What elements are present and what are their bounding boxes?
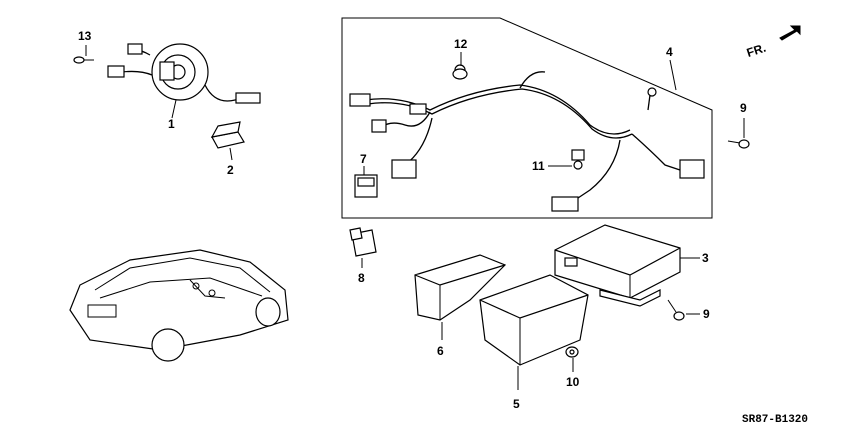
callout-6: 6 bbox=[437, 344, 444, 358]
wire-harness-part bbox=[349, 64, 705, 212]
harness-frame bbox=[341, 17, 713, 219]
callout-9-upper: 9 bbox=[740, 101, 747, 115]
callout-7: 7 bbox=[360, 152, 367, 166]
bolt-part-9-upper bbox=[727, 139, 750, 149]
car-outline bbox=[69, 249, 289, 362]
callout-1: 1 bbox=[168, 117, 175, 131]
clip-part-11 bbox=[571, 149, 585, 170]
cable-reel-part bbox=[107, 43, 261, 104]
callout-3: 3 bbox=[702, 251, 709, 265]
callout-9-lower: 9 bbox=[703, 307, 710, 321]
nut-part-10 bbox=[565, 346, 579, 358]
direction-label: FR. bbox=[745, 41, 768, 60]
callout-11: 11 bbox=[532, 159, 545, 173]
srs-unit-part-3 bbox=[554, 224, 681, 307]
front-direction-arrow-icon bbox=[779, 25, 801, 41]
callout-4: 4 bbox=[666, 45, 673, 59]
callout-13: 13 bbox=[78, 29, 92, 43]
callout-8: 8 bbox=[358, 271, 365, 285]
callout-10: 10 bbox=[566, 375, 580, 389]
callout-12: 12 bbox=[454, 37, 468, 51]
bracket-part-8 bbox=[349, 227, 377, 257]
callout-2: 2 bbox=[227, 163, 234, 177]
cover-part-6 bbox=[414, 254, 507, 321]
grommet-part-12 bbox=[452, 68, 468, 80]
screw-part-13 bbox=[73, 56, 94, 64]
bolt-part-9-lower bbox=[667, 299, 685, 321]
bracket-part-2 bbox=[210, 121, 245, 149]
connector-part-7 bbox=[354, 174, 378, 198]
callout-5: 5 bbox=[513, 397, 520, 411]
diagram-code: SR87-B1320 bbox=[742, 414, 808, 425]
cover-part-5 bbox=[479, 274, 589, 366]
